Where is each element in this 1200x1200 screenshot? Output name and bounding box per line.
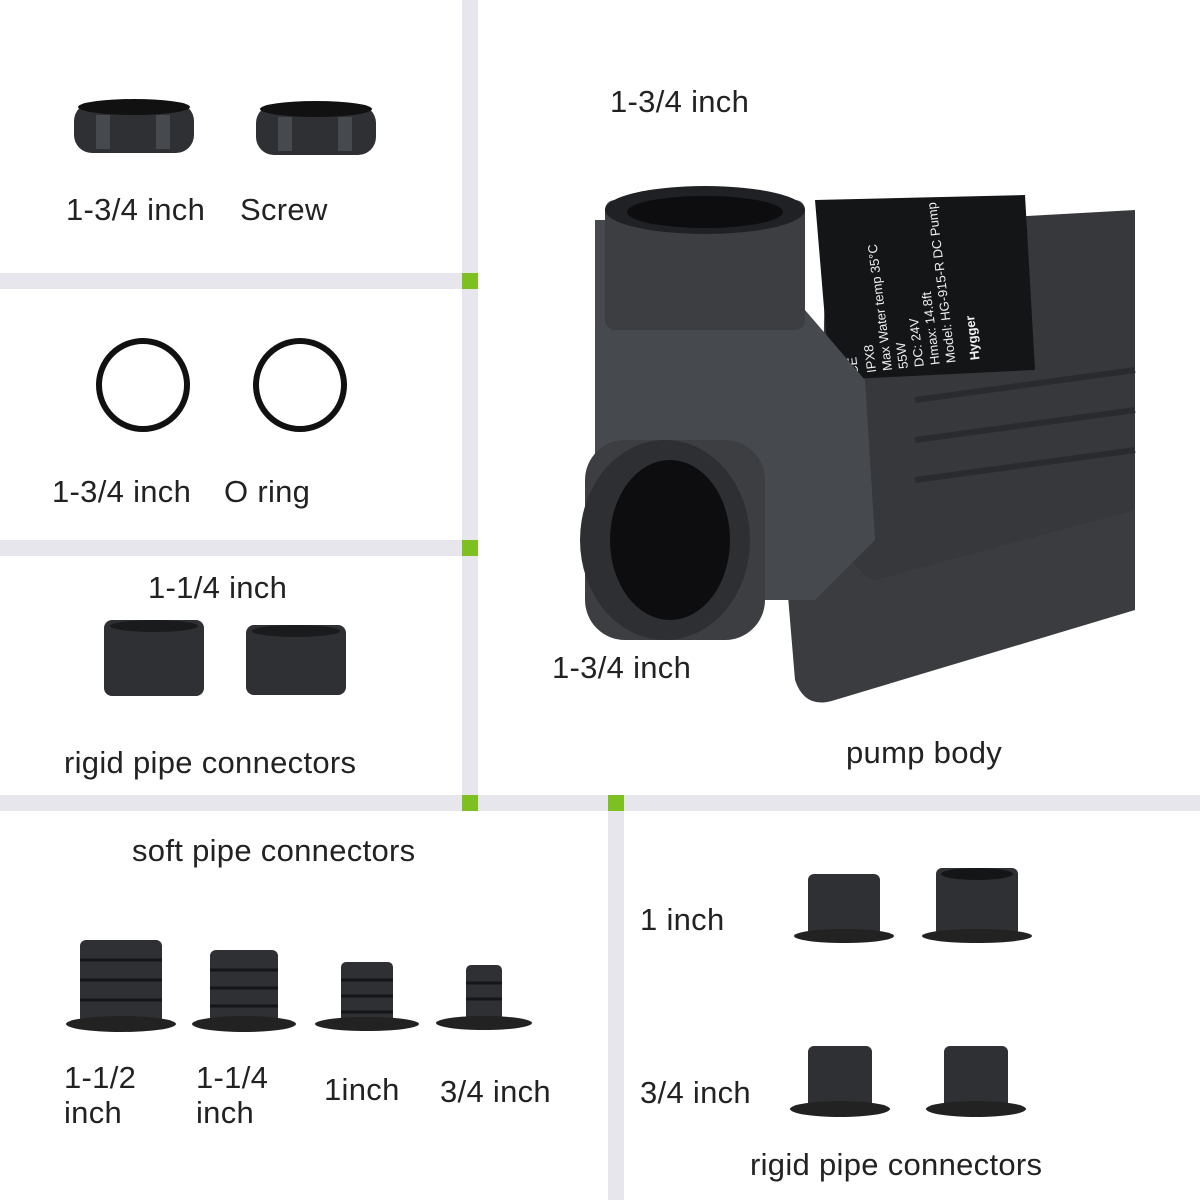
- o-ring-image: [253, 338, 347, 432]
- rigid-connector-image: [790, 1046, 890, 1117]
- pump-spec-ipx8: IPX8: [861, 344, 879, 374]
- divider-vertical-bottom: [608, 795, 624, 1200]
- screw-nut-image: [74, 99, 194, 153]
- o-ring-size-label: 1-3/4 inch: [52, 474, 192, 509]
- accent-square: [462, 540, 478, 556]
- rigid-connector-image: [926, 1046, 1026, 1117]
- screw-label: Screw: [240, 192, 328, 227]
- divider-h1: [0, 273, 478, 289]
- soft-connector-image: [66, 940, 176, 1032]
- rigid-connector-image: [246, 625, 346, 695]
- accent-square: [462, 795, 478, 811]
- pump-body-image: CE IPX8 Max Water temp 35°C 55W DC: 24V …: [580, 186, 1136, 703]
- accent-square: [462, 273, 478, 289]
- o-ring-label: O ring: [224, 474, 311, 509]
- pump-spec-power: 55W: [893, 341, 911, 370]
- pump-side-port-label: 1-3/4 inch: [552, 650, 692, 685]
- rigid-connector-image: [104, 620, 204, 696]
- rigid-1inch-label: 1 inch: [640, 902, 725, 937]
- pump-body-label: pump body: [846, 735, 1003, 770]
- rigid-top-size-label: 1-1/4 inch: [148, 570, 288, 605]
- soft-size-label: 1inch: [324, 1072, 400, 1107]
- brand-logo-text: Hygger: [962, 315, 982, 361]
- divider-vertical-top: [462, 0, 478, 811]
- soft-connector-image: [315, 962, 419, 1031]
- soft-size-label: 3/4 inch: [440, 1074, 551, 1109]
- screw-nut-image: [256, 101, 376, 155]
- divider-h3: [0, 795, 1200, 811]
- screw-size-label: 1-3/4 inch: [66, 192, 206, 227]
- rigid-bottom-label: rigid pipe connectors: [750, 1147, 1043, 1182]
- o-ring-image: [96, 338, 190, 432]
- soft-connectors-title: soft pipe connectors: [132, 833, 416, 868]
- pump-spec-voltage: DC: 24V: [906, 317, 927, 368]
- soft-connector-image: [192, 950, 296, 1032]
- accent-square: [608, 795, 624, 811]
- rigid-connector-image: [794, 874, 894, 943]
- rigid-34inch-label: 3/4 inch: [640, 1075, 751, 1110]
- soft-connector-image: [436, 965, 532, 1030]
- rigid-connector-image: [922, 868, 1032, 943]
- pump-top-port-label: 1-3/4 inch: [610, 84, 750, 119]
- divider-h2: [0, 540, 478, 556]
- rigid-top-label: rigid pipe connectors: [64, 745, 357, 780]
